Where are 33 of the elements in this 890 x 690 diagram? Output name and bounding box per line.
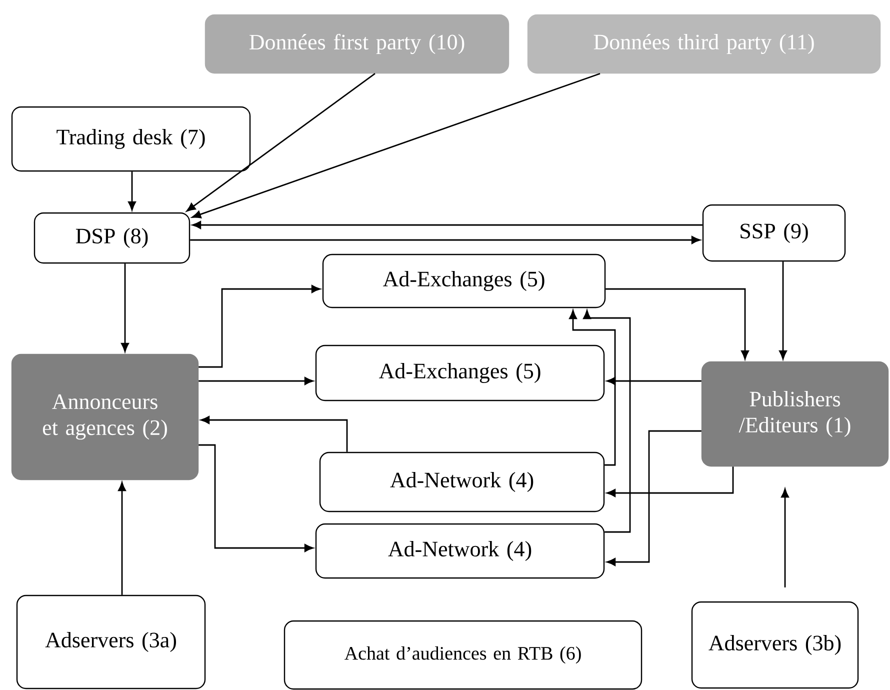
arrow bbox=[198, 377, 314, 385]
process-box: Ad-Exchanges (5) bbox=[315, 344, 605, 402]
arrow bbox=[121, 264, 129, 352]
actor-box: Publishers /Editeurs (1) bbox=[701, 361, 889, 467]
arrow bbox=[606, 430, 702, 566]
process-box: Achat d’audiences en RTB (6) bbox=[284, 620, 642, 690]
arrow bbox=[606, 466, 734, 497]
arrow bbox=[118, 482, 126, 595]
arrow bbox=[190, 236, 700, 244]
arrow bbox=[198, 285, 320, 368]
arrow bbox=[606, 288, 749, 360]
arrow bbox=[779, 262, 787, 360]
process-box: Adservers (3a) bbox=[16, 594, 206, 690]
actor-box: Annonceurs et agences (2) bbox=[11, 354, 199, 480]
arrow bbox=[200, 416, 348, 452]
arrow bbox=[192, 221, 702, 229]
process-box: Ad-Exchanges (5) bbox=[322, 254, 606, 308]
arrow bbox=[192, 72, 600, 218]
process-box: Ad-Network (4) bbox=[319, 452, 605, 512]
arrow bbox=[128, 172, 136, 210]
arrow bbox=[781, 488, 789, 588]
process-box: Ad-Network (4) bbox=[315, 523, 605, 579]
data-source-box: Données third party (11) bbox=[527, 14, 881, 74]
arrow bbox=[606, 377, 702, 385]
process-box: Adservers (3b) bbox=[691, 601, 859, 689]
arrow bbox=[569, 310, 616, 466]
process-box: Trading desk (7) bbox=[11, 106, 251, 172]
data-source-box: Données first party (10) bbox=[204, 14, 510, 74]
arrow bbox=[186, 73, 376, 212]
process-box: DSP (8) bbox=[34, 212, 190, 264]
process-box: SSP (9) bbox=[702, 204, 846, 262]
arrow bbox=[583, 310, 631, 533]
arrow bbox=[198, 444, 314, 552]
